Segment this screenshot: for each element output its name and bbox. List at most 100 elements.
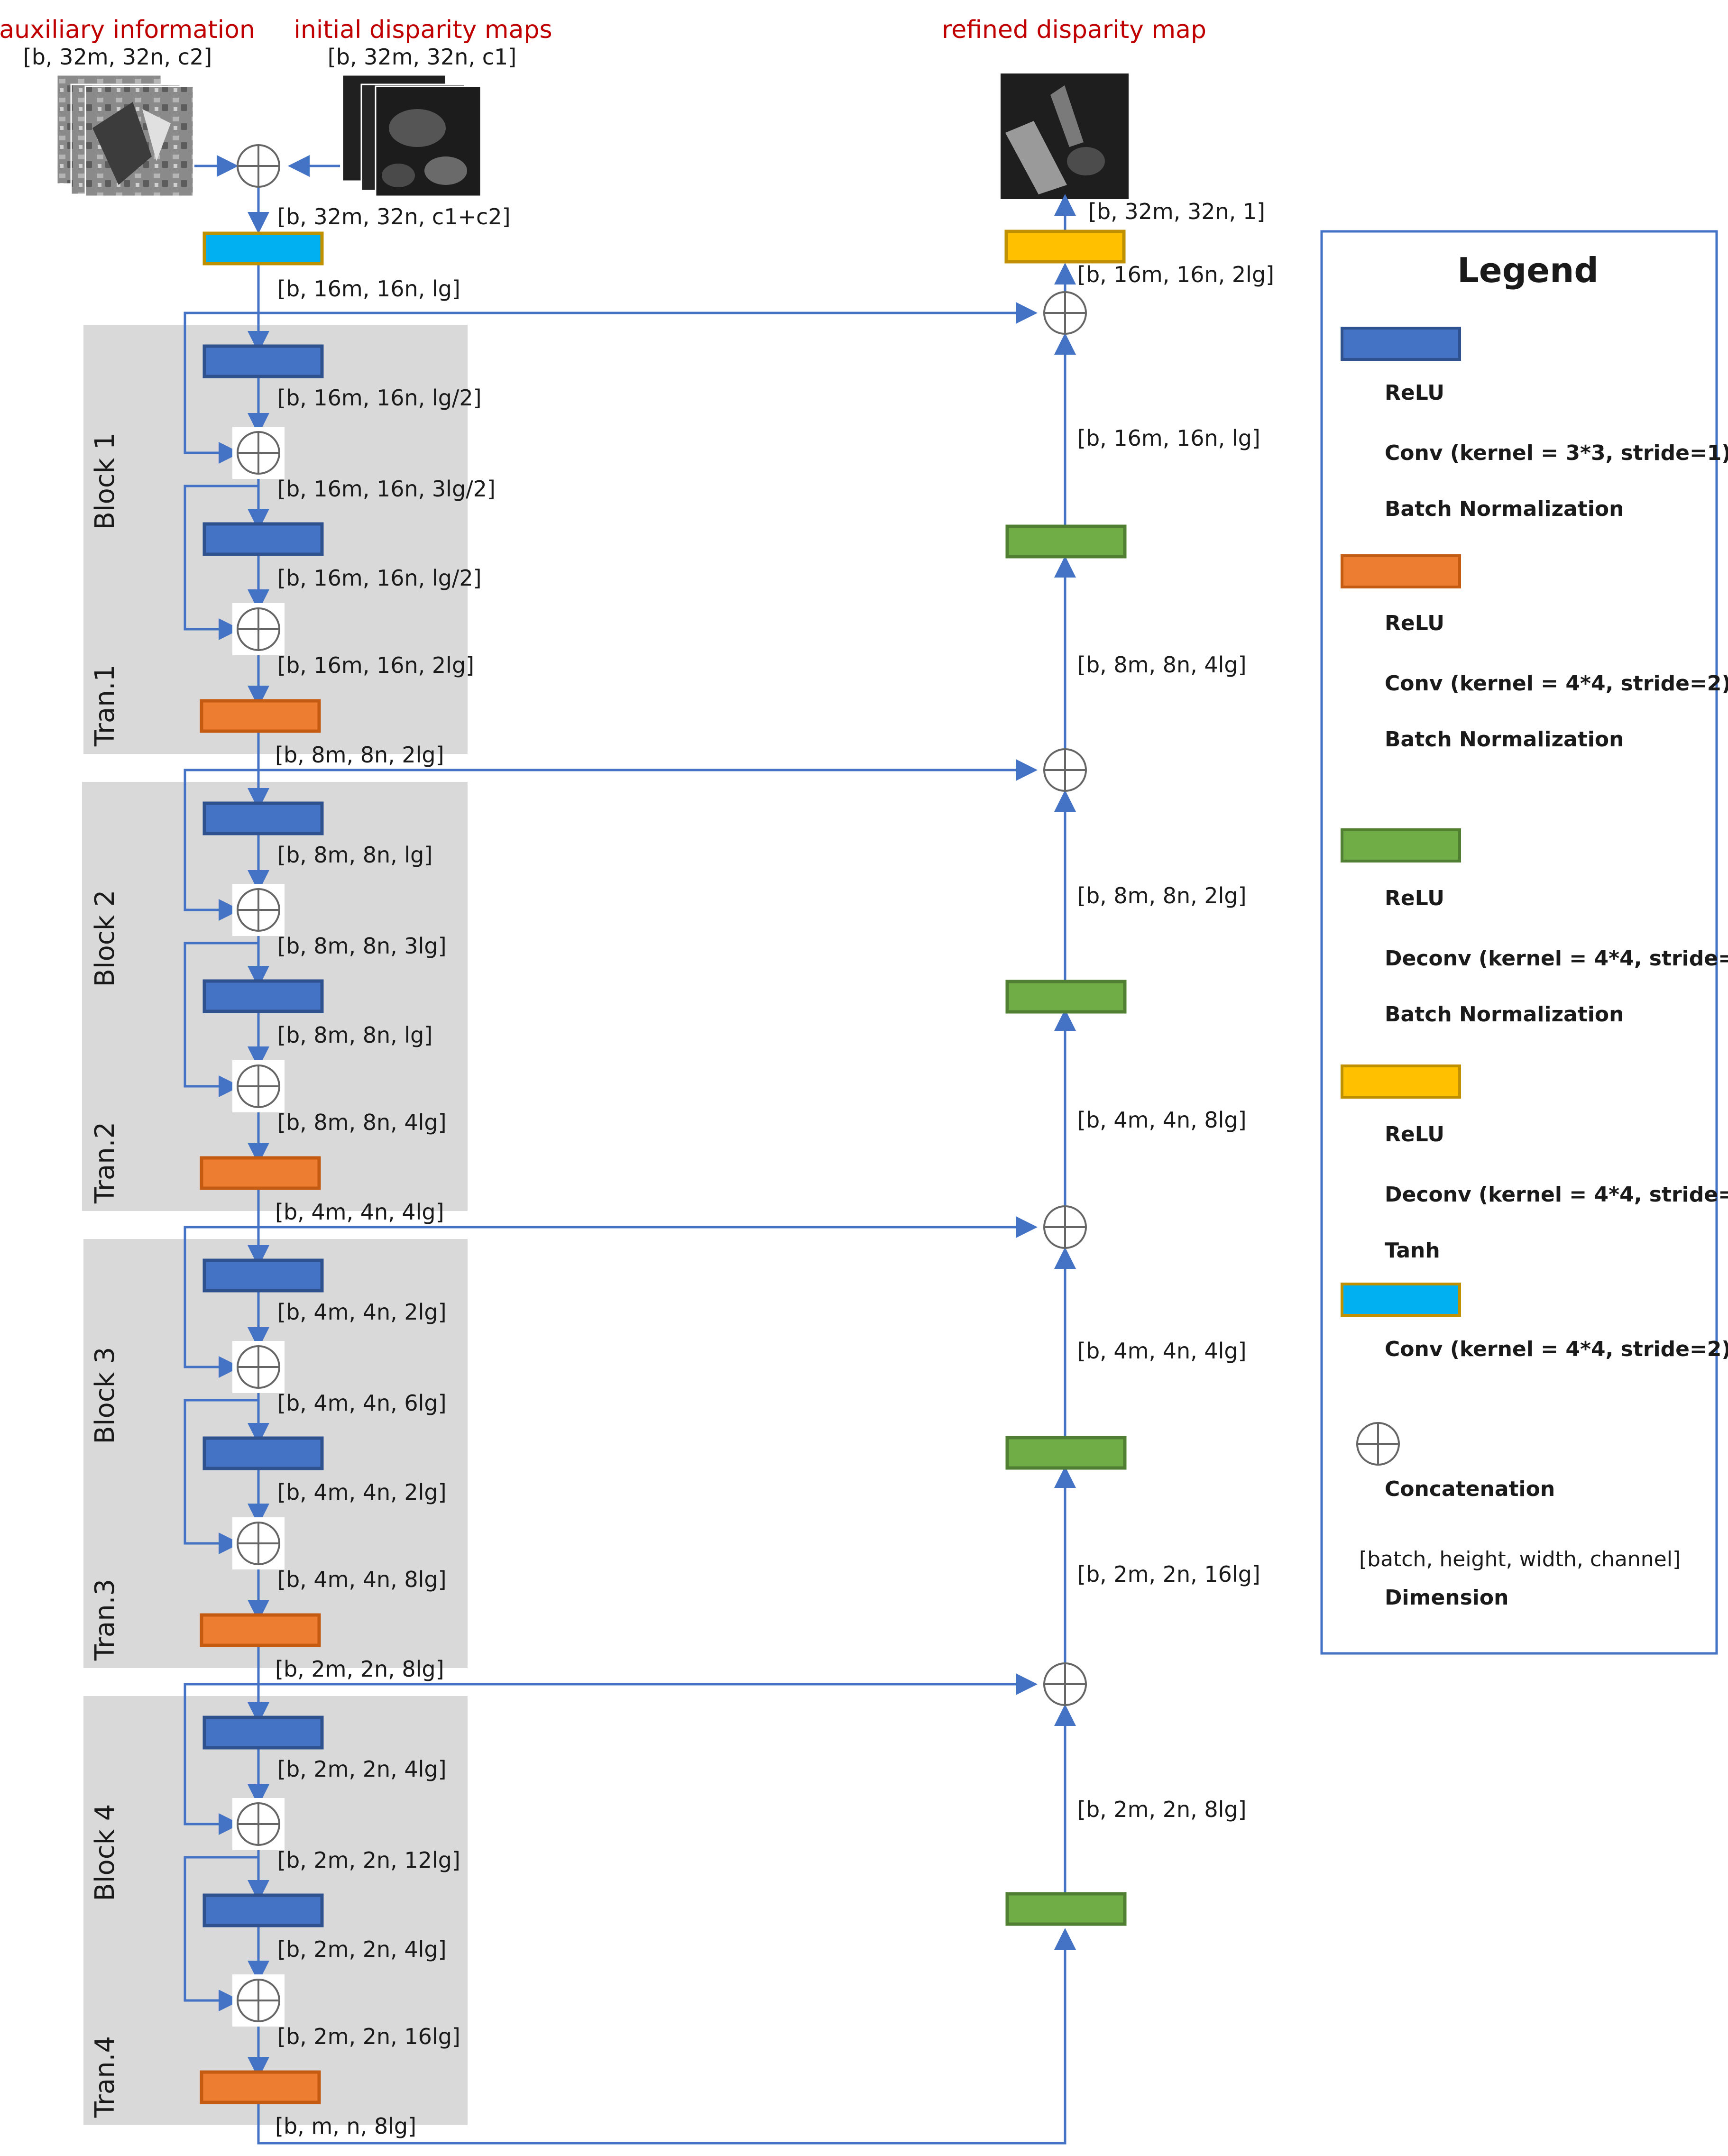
legend-blue-swatch: [1341, 327, 1461, 361]
legend: Legend ReLU Conv (kernel = 3*3, stride=1…: [1320, 230, 1728, 1655]
block-1-concat-2: [232, 603, 285, 655]
block-3-conv-1: [202, 1258, 324, 1293]
legend-orange-swatch: [1341, 554, 1461, 588]
first-out-dim-label: [b, 16m, 16n, lg]: [277, 276, 460, 302]
legend-concat-label: Concatenation: [1385, 1477, 1555, 1501]
block-1-concat-1: [232, 427, 285, 479]
block-3-dim-4: [b, 4m, 4n, 8lg]: [277, 1567, 447, 1592]
refined-disparity-title: refined disparity map: [942, 16, 1206, 44]
legend-orange-line-3: Batch Normalization: [1385, 727, 1624, 752]
tran-4-out-dim: [b, m, n, 8lg]: [275, 2113, 416, 2139]
legend-box: [1320, 230, 1718, 1655]
legend-blue-line-2: Conv (kernel = 3*3, stride=1): [1385, 441, 1728, 465]
decoder-deconv-1: [1005, 1892, 1127, 1926]
block-2-concat-1: [232, 884, 285, 936]
legend-dim-format: [batch, height, width, channel]: [1359, 1547, 1681, 1571]
block-2-conv-1: [202, 801, 324, 835]
block-1-label: Block 1: [90, 433, 120, 530]
block-3-dim-3: [b, 4m, 4n, 2lg]: [277, 1479, 447, 1505]
block-4-concat-2: [232, 1974, 285, 2027]
decoder-concat-2: [1043, 748, 1087, 792]
decoder-concat-3: [1043, 1205, 1087, 1249]
tran-4-conv: [200, 2070, 321, 2104]
refined-disparity-image: [1001, 73, 1129, 199]
block-3-label: Block 3: [90, 1347, 120, 1444]
tran-3-out-dim: [b, 2m, 2n, 8lg]: [275, 1656, 444, 1682]
decoder-deconv-2: [1005, 1436, 1127, 1470]
auxiliary-information-title: auxiliary information: [0, 16, 255, 44]
legend-cyan-swatch: [1341, 1283, 1461, 1317]
block-3-concat-1: [232, 1341, 285, 1393]
decoder-deconv-3: [1005, 980, 1127, 1014]
block-2-dim-4: [b, 8m, 8n, 4lg]: [277, 1110, 447, 1135]
decoder-dim-1: [b, 16m, 16n, 2lg]: [1077, 262, 1274, 287]
legend-green-line-2: Deconv (kernel = 4*4, stride=2): [1385, 946, 1728, 971]
block-2-conv-2: [202, 979, 324, 1013]
legend-dim-label: Dimension: [1385, 1586, 1508, 1610]
legend-blue-line-3: Batch Normalization: [1385, 497, 1624, 521]
decoder-dim-3: [b, 8m, 8n, 4lg]: [1077, 652, 1247, 678]
initial-disparity-title: initial disparity maps: [294, 16, 552, 44]
legend-title: Legend: [1457, 250, 1599, 290]
block-2-concat-2: [232, 1060, 285, 1112]
tran-2-conv: [200, 1156, 321, 1190]
block-4-conv-2: [202, 1893, 324, 1927]
tran-1-out-dim: [b, 8m, 8n, 2lg]: [275, 742, 444, 768]
decoder-dim-8: [b, 2m, 2n, 8lg]: [1077, 1797, 1247, 1822]
tran-2-label: Tran.2: [90, 1122, 120, 1204]
block-1-conv-1: [202, 344, 324, 378]
block-4-concat-1: [232, 1798, 285, 1850]
block-2-label: Block 2: [90, 890, 120, 987]
encoder-wires: [194, 155, 1038, 353]
decoder-dim-4: [b, 8m, 8n, 2lg]: [1077, 883, 1247, 908]
auxiliary-information-dim: [b, 32m, 32n, c2]: [23, 44, 212, 70]
block-1-dim-4: [b, 16m, 16n, 2lg]: [277, 652, 474, 678]
block-2-dim-1: [b, 8m, 8n, lg]: [277, 842, 432, 868]
legend-yellow-swatch: [1341, 1064, 1461, 1099]
legend-green-line-3: Batch Normalization: [1385, 1002, 1624, 1027]
auxiliary-information-images: [56, 74, 194, 197]
decoder-dim-6: [b, 4m, 4n, 4lg]: [1077, 1338, 1247, 1364]
input-concat-node: [237, 144, 280, 188]
legend-green-swatch: [1341, 828, 1461, 862]
tran-3-conv: [200, 1613, 321, 1647]
block-2-dim-2: [b, 8m, 8n, 3lg]: [277, 933, 447, 959]
block-4-conv-1: [202, 1716, 324, 1750]
legend-yellow-line-1: ReLU: [1385, 1122, 1444, 1147]
legend-concat-icon: [1356, 1422, 1400, 1466]
decoder-concat-4: [1043, 1662, 1087, 1706]
block-wires: [184, 312, 1076, 2145]
block-1-dim-3: [b, 16m, 16n, lg/2]: [277, 565, 482, 591]
block-3-concat-2: [232, 1517, 285, 1569]
tran-2-out-dim: [b, 4m, 4n, 4lg]: [275, 1199, 444, 1225]
legend-orange-line-2: Conv (kernel = 4*4, stride=2): [1385, 671, 1728, 696]
input-conv-box: [202, 231, 324, 266]
decoder-deconv-4: [1005, 524, 1127, 559]
output-dim-label: [b, 32m, 32n, 1]: [1088, 199, 1265, 224]
block-3-dim-2: [b, 4m, 4n, 6lg]: [277, 1390, 447, 1416]
legend-blue-line-1: ReLU: [1385, 381, 1444, 405]
decoder-dim-7: [b, 2m, 2n, 16lg]: [1077, 1561, 1260, 1587]
block-1-dim-1: [b, 16m, 16n, lg/2]: [277, 385, 482, 411]
tran-4-label: Tran.4: [90, 2036, 120, 2118]
block-3-dim-1: [b, 4m, 4n, 2lg]: [277, 1299, 447, 1325]
block-4-dim-3: [b, 2m, 2n, 4lg]: [277, 1936, 447, 1962]
initial-disparity-dim: [b, 32m, 32n, c1]: [328, 44, 516, 70]
block-4-dim-2: [b, 2m, 2n, 12lg]: [277, 1847, 460, 1873]
legend-orange-line-1: ReLU: [1385, 611, 1444, 635]
block-2-dim-3: [b, 8m, 8n, lg]: [277, 1022, 432, 1048]
initial-disparity-images: [341, 74, 482, 197]
output-deconv-box: [1004, 229, 1126, 264]
block-3-conv-2: [202, 1436, 324, 1470]
legend-green-line-1: ReLU: [1385, 886, 1444, 910]
decoder-dim-2: [b, 16m, 16n, lg]: [1077, 425, 1260, 451]
legend-yellow-line-3: Tanh: [1385, 1239, 1440, 1263]
tran-1-conv: [200, 699, 321, 733]
block-1-dim-2: [b, 16m, 16n, 3lg/2]: [277, 476, 496, 502]
decoder-dim-5: [b, 4m, 4n, 8lg]: [1077, 1107, 1247, 1133]
tran-3-label: Tran.3: [90, 1579, 120, 1661]
tran-1-label: Tran.1: [90, 665, 120, 747]
decoder-concat-1: [1043, 291, 1087, 335]
block-4-dim-4: [b, 2m, 2n, 16lg]: [277, 2024, 460, 2049]
